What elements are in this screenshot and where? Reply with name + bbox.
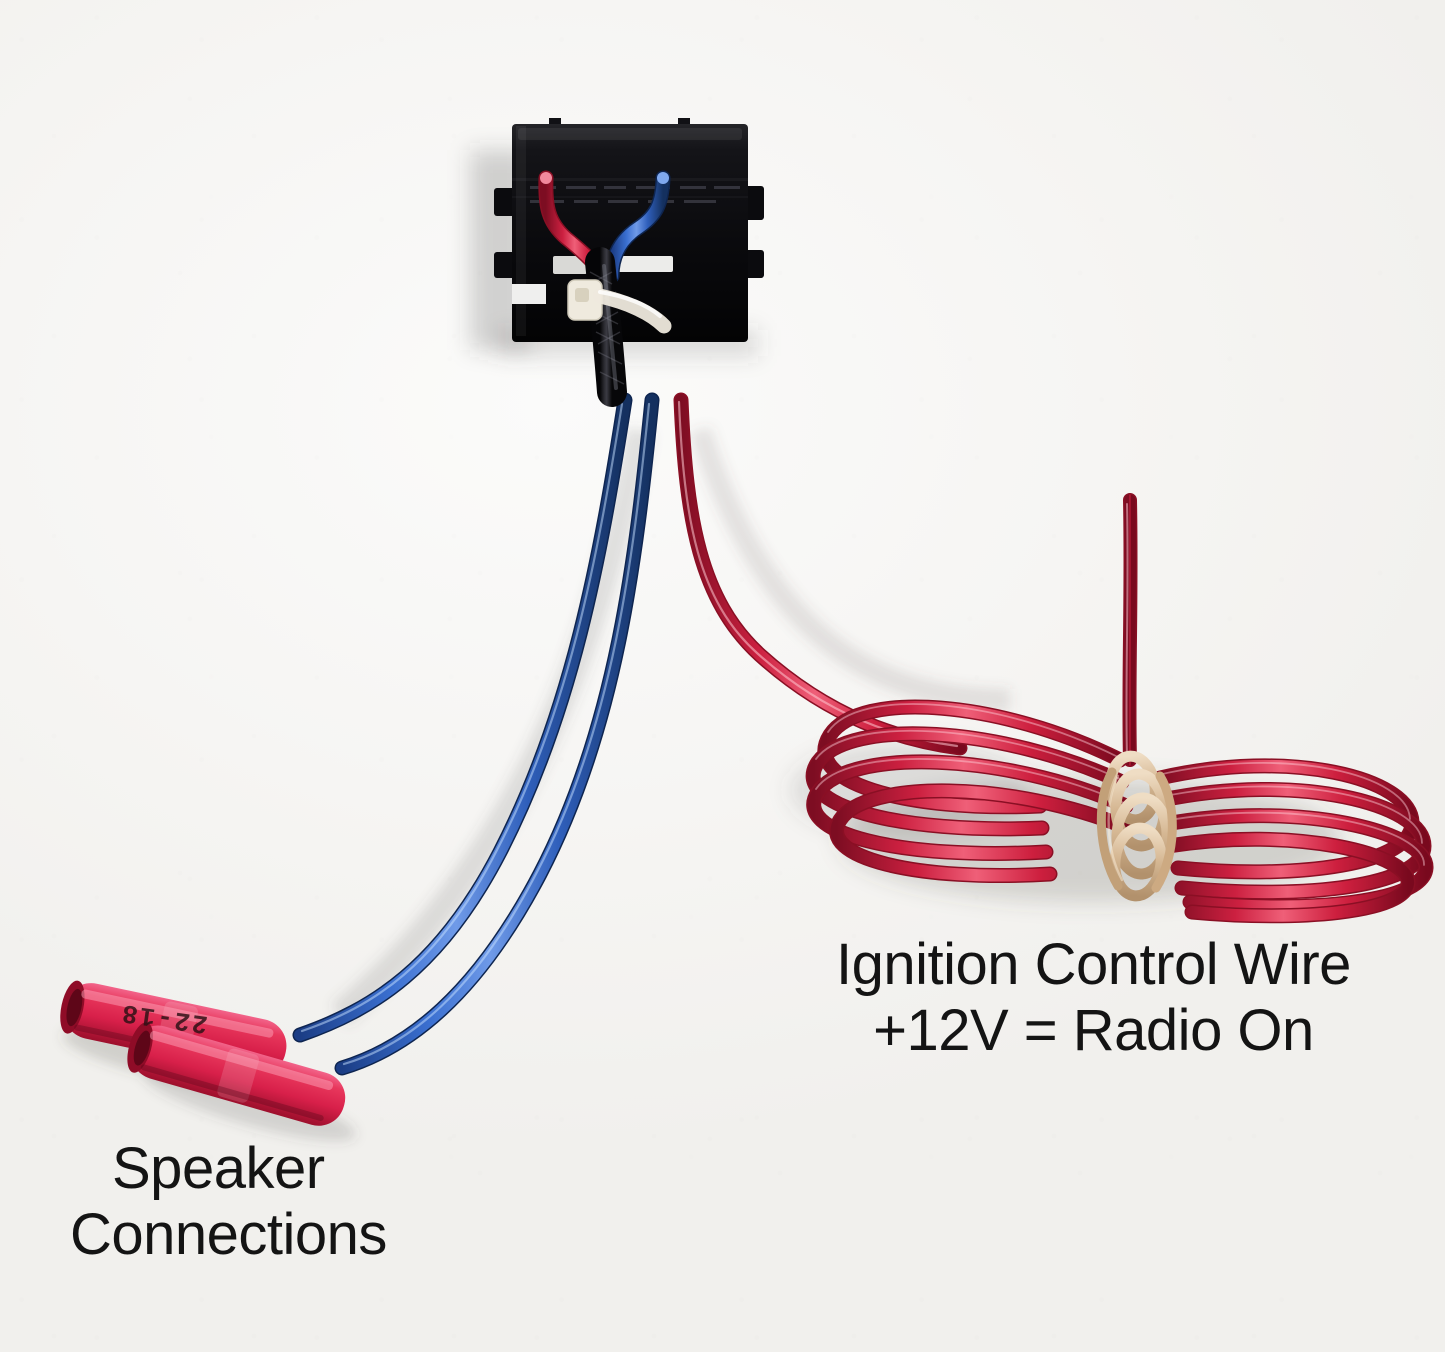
speaker-connections-label: Speaker Connections xyxy=(70,1136,387,1268)
speaker-connections-label-line1: Speaker xyxy=(112,1136,325,1201)
ignition-control-label-line2: +12V = Radio On xyxy=(873,998,1314,1064)
ignition-control-label: Ignition Control Wire +12V = Radio On xyxy=(836,932,1351,1064)
crimp-terminal-lower xyxy=(127,1022,346,1126)
white-zip-tie xyxy=(567,279,672,334)
blue-speaker-wire-inner xyxy=(334,392,660,1076)
blue-speaker-wire-outer xyxy=(292,392,633,1043)
red-wire-coil xyxy=(805,493,1434,924)
ignition-control-label-line1: Ignition Control Wire xyxy=(836,932,1351,997)
speaker-connections-label-line2: Connections xyxy=(70,1202,387,1268)
tan-rubber-band xyxy=(1096,750,1177,902)
